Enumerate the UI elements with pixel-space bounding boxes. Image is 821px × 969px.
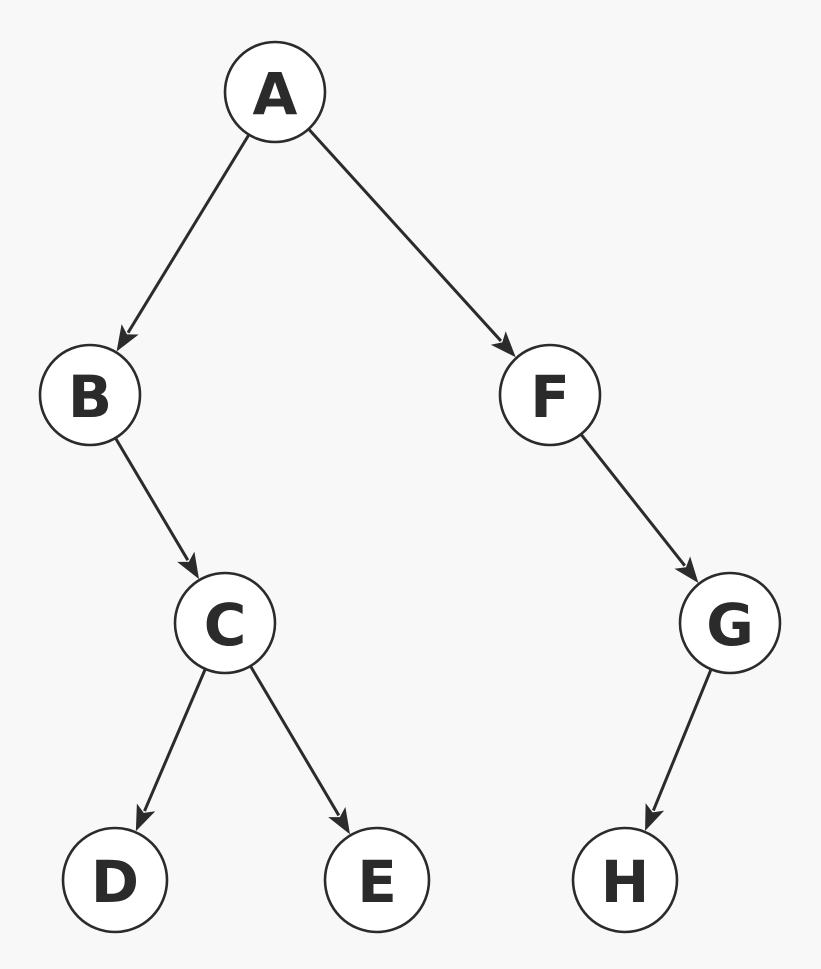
edge-line [580,434,686,567]
node-label: H [601,848,650,916]
edge-line [114,438,190,561]
node-label: A [253,60,298,128]
tree-node-e[interactable]: E [323,826,431,934]
arrowhead-icon [328,806,351,835]
tree-node-d[interactable]: D [61,826,169,934]
edge-a-to-b [116,134,250,352]
arrowhead-icon [645,803,665,831]
edge-g-to-h [645,669,713,831]
edge-line [308,128,503,342]
node-circle[interactable] [571,826,679,934]
edge-b-to-c [114,438,200,580]
arrowhead-icon [116,324,139,352]
node-label: B [68,363,112,431]
edge-f-to-g [580,434,699,583]
arrowhead-icon [674,556,699,583]
arrowhead-icon [490,331,516,358]
node-label: C [204,591,247,659]
edge-a-to-f [308,128,516,358]
edge-line [143,669,207,812]
arrowhead-icon [177,551,200,580]
node-label: E [357,848,397,916]
node-circle[interactable] [61,826,169,934]
node-circle[interactable] [38,343,142,447]
node-circle[interactable] [223,40,327,144]
tree-node-h[interactable]: H [571,826,679,934]
tree-node-c[interactable]: C [173,571,277,675]
node-label: G [706,591,754,659]
edges-layer [114,128,713,835]
edge-line [249,666,341,817]
node-label: F [530,363,570,431]
tree-node-b[interactable]: B [38,343,142,447]
node-circle[interactable] [173,571,277,675]
tree-node-g[interactable]: G [678,571,782,675]
node-circle[interactable] [498,343,602,447]
tree-node-a[interactable]: A [223,40,327,144]
arrowhead-icon [135,803,156,832]
node-label: D [91,848,139,916]
node-circle[interactable] [323,826,431,934]
tree-node-f[interactable]: F [498,343,602,447]
nodes-layer: A B F C G D E H [38,40,782,934]
edge-line [126,134,250,334]
edge-c-to-d [135,669,207,832]
node-circle[interactable] [678,571,782,675]
edge-c-to-e [249,666,351,835]
edge-line [651,669,713,812]
